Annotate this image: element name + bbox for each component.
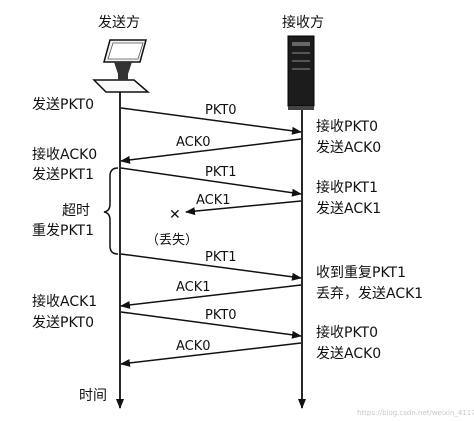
message-label-ack1-2: ACK1 bbox=[176, 280, 211, 295]
note-r1-line2: 发送ACK0 bbox=[316, 140, 381, 156]
message-label-ack1-lost: ACK1 bbox=[196, 193, 231, 208]
message-arrow-pkt0-2 bbox=[120, 311, 302, 339]
receiver-title: 接收方 bbox=[282, 14, 324, 31]
message-arrow-pkt0-1 bbox=[120, 107, 302, 135]
message-arrow-pkt1-2 bbox=[120, 253, 302, 281]
message-arrow-ack0-1 bbox=[120, 138, 302, 164]
message-label-ack0-2: ACK0 bbox=[176, 339, 211, 354]
note-r3-line1: 收到重复PKT1 bbox=[316, 264, 406, 281]
message-arrow-ack1-lost bbox=[185, 200, 302, 216]
note-r3-line2: 丢弃，发送ACK1 bbox=[316, 286, 423, 302]
computer-icon bbox=[92, 39, 151, 93]
time-axis-label: 时间 bbox=[79, 388, 107, 404]
note-resend-pkt1: 重发PKT1 bbox=[32, 223, 94, 239]
note-r4-line1: 接收PKT0 bbox=[316, 324, 378, 341]
server-icon bbox=[287, 35, 315, 110]
message-label-ack0-1: ACK0 bbox=[176, 135, 211, 150]
lost-label: （丢失） bbox=[146, 233, 198, 248]
message-label-pkt1-1: PKT1 bbox=[205, 165, 237, 180]
message-label-pkt1-2: PKT1 bbox=[205, 250, 237, 265]
watermark: https://blog.csdn.net/weixin_4117 bbox=[357, 409, 474, 417]
message-arrow-ack1-2 bbox=[120, 284, 302, 309]
note-r2-line1: 接收PKT1 bbox=[316, 179, 378, 196]
timeout-brace bbox=[103, 167, 119, 255]
note-r1-line1: 接收PKT0 bbox=[316, 118, 378, 135]
message-arrow-ack0-2 bbox=[120, 342, 302, 367]
message-arrow-pkt1-1 bbox=[120, 167, 302, 197]
note-send-pkt0-again: 发送PKT0 bbox=[32, 315, 94, 331]
message-label-pkt0-1: PKT0 bbox=[205, 103, 237, 118]
note-send-pkt0: 发送PKT0 bbox=[32, 97, 94, 113]
lost-mark-icon: ✕ bbox=[169, 207, 181, 223]
message-label-pkt0-2: PKT0 bbox=[205, 308, 237, 323]
note-send-pkt1: 发送PKT1 bbox=[32, 167, 94, 183]
note-r4-line2: 发送ACK0 bbox=[316, 346, 381, 362]
note-recv-ack0: 接收ACK0 bbox=[32, 146, 97, 163]
note-timeout: 超时 bbox=[62, 203, 90, 219]
sender-title: 发送方 bbox=[98, 15, 140, 31]
note-r2-line2: 发送ACK1 bbox=[316, 201, 381, 217]
note-recv-ack1: 接收ACK1 bbox=[32, 293, 97, 310]
